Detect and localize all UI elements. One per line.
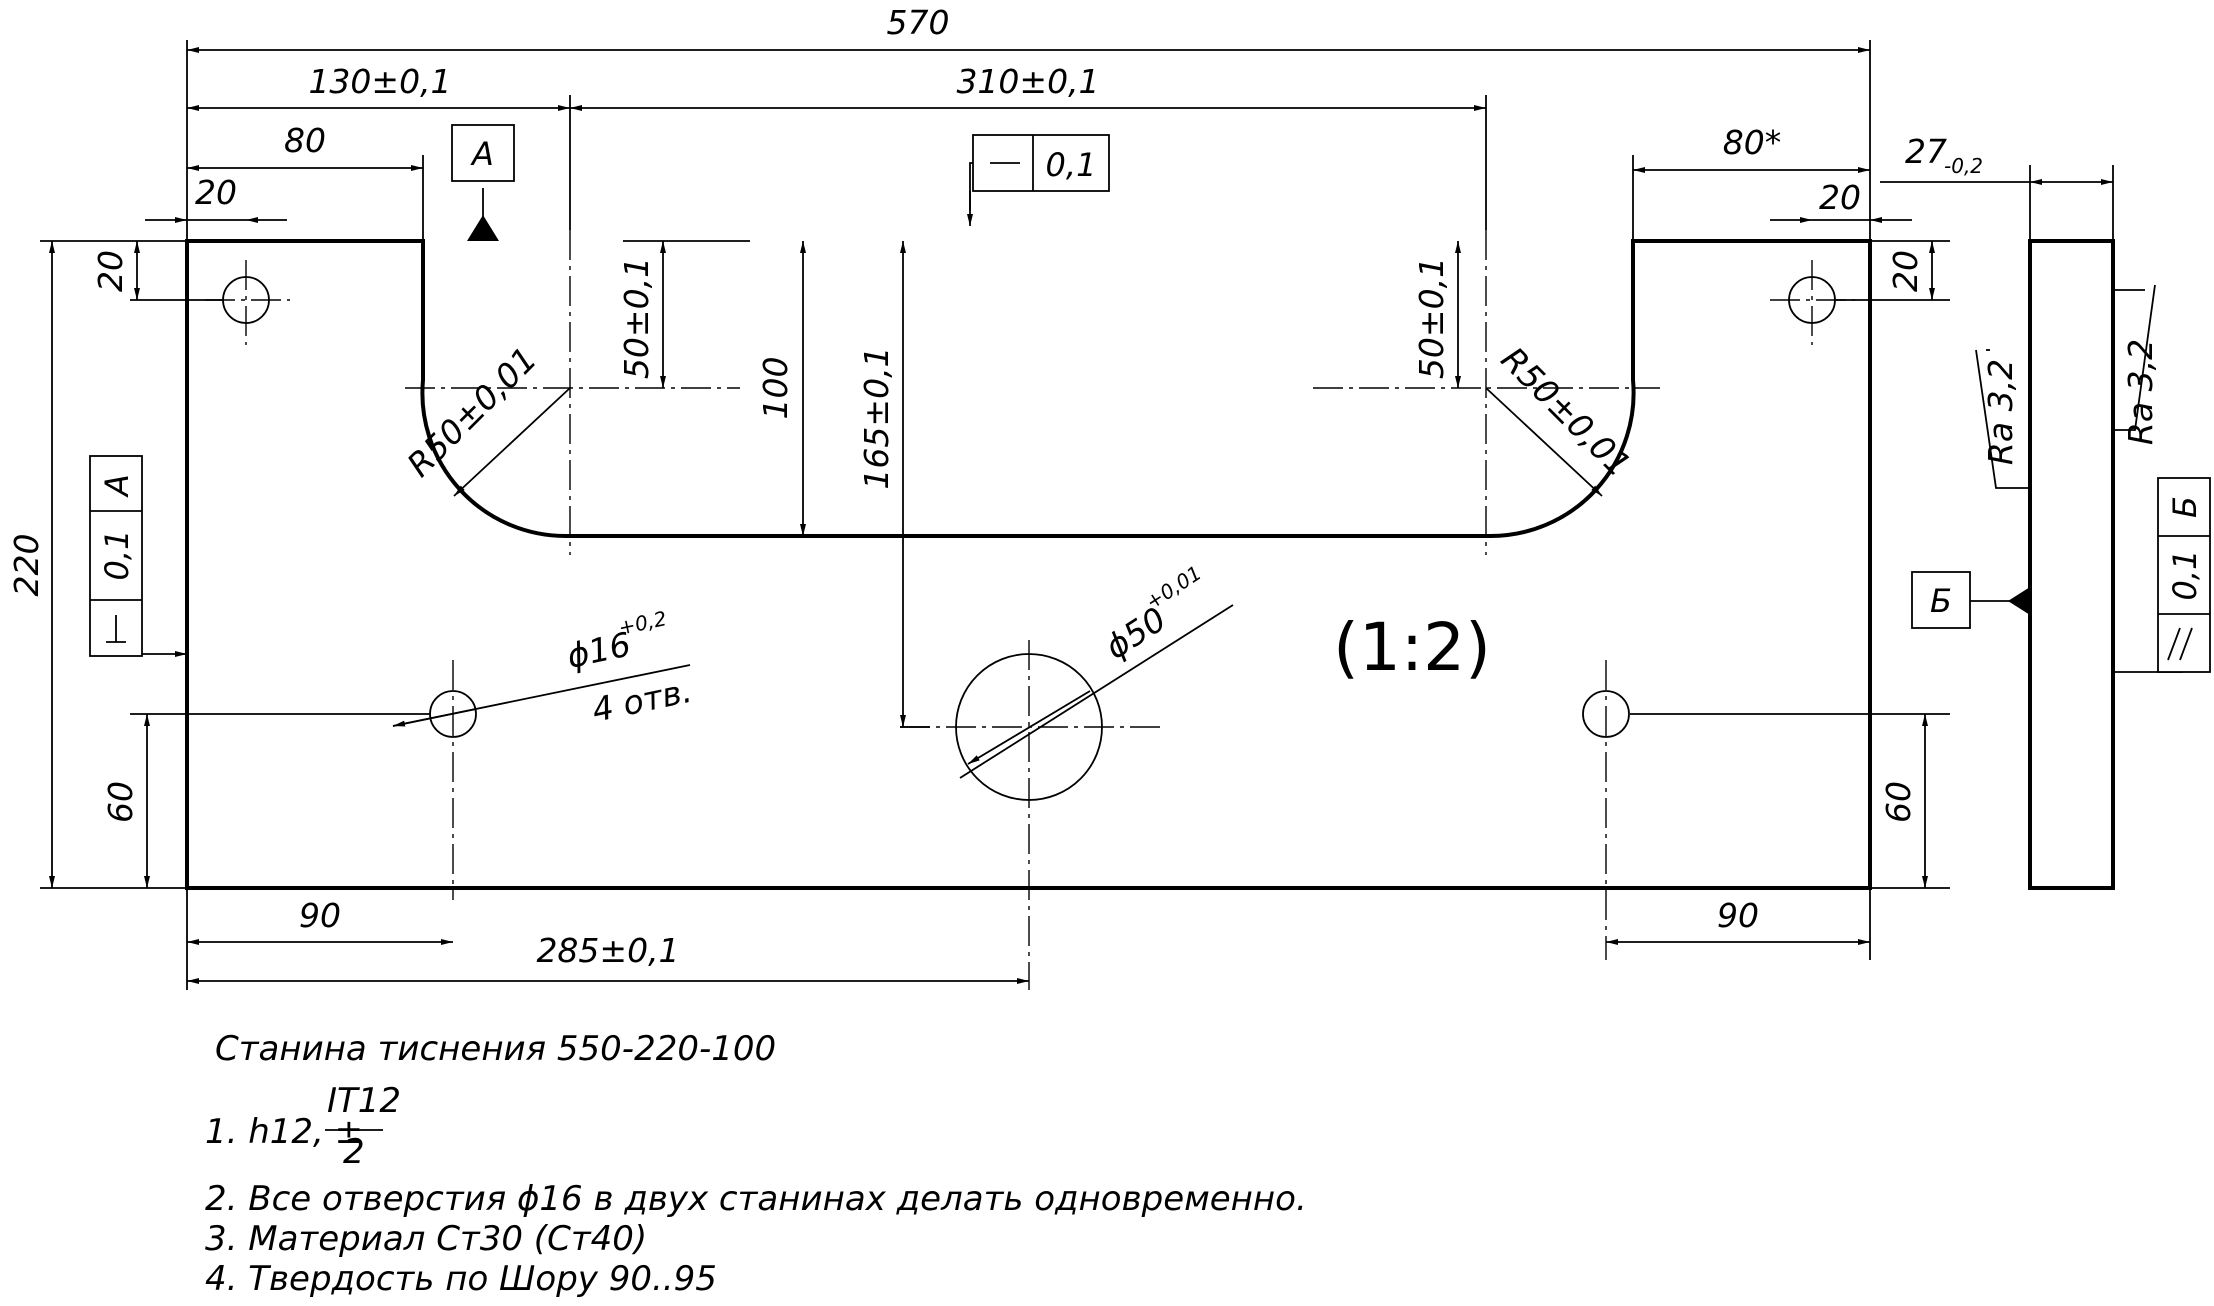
dim-165: 165±0,1 [857,346,896,489]
dim-hole-small: ϕ16 +0,2 [564,606,669,676]
dim-570: 570 [887,3,950,42]
note-4: 4. Твердость по Шору 90..95 [205,1259,717,1299]
dim-50-right: 50±0,1 [1412,257,1451,379]
center-lines [205,230,1855,990]
hole-small-tol: +0,2 [616,606,669,640]
note-1: 1. h12, ± IT12 2 [205,1081,401,1172]
note-3: 3. Материал Ст30 (Ст40) [205,1219,647,1259]
roughness-right: Ra 3,2 [2121,339,2160,445]
drawing-title: Станина тиснения 550-220-100 [215,1029,776,1069]
note-1-numerator: IT12 [327,1081,401,1121]
parallel-datum: Б [2166,496,2204,518]
datum-b-triangle [2008,587,2030,615]
flatness-value: 0,1 [1046,146,1097,184]
perp-datum: A [98,474,136,498]
datum-a-box [451,124,515,182]
dim-60-right: 60 [1879,781,1918,823]
datum-a-triangle [467,215,499,241]
roughness-left: Ra 3,2 [1981,359,2020,465]
dim-310: 310±0,1 [956,62,1099,101]
note-1-prefix: 1. h12, ± [205,1112,363,1152]
dim-130: 130±0,1 [308,62,451,101]
hole-bottom-right [1582,690,1630,738]
dim-90-left: 90 [299,896,341,935]
dim-20-left: 20 [195,173,237,212]
dimension-lines [49,47,2113,984]
perp-value: 0,1 [98,530,136,581]
dim-20-right: 20 [1819,178,1861,217]
flatness-frame: 0,1 [967,134,1110,226]
dim-hole-big: ϕ50 +0,01 [1098,561,1206,667]
parallelism-frame: Б 0,1 [2157,477,2211,673]
hole-big-tol: +0,01 [1141,561,1205,615]
dim-80-right: 80* [1723,123,1782,162]
dim-90-right: 90 [1717,896,1759,935]
dim-80-left: 80 [284,121,326,160]
roughness-right-symbol [2113,284,2156,431]
datum-b-label: Б [1930,582,1952,620]
scale-label: (1:2) [1333,609,1491,686]
note-1-denominator: 2 [343,1132,365,1172]
note-2: 2. Все отверстия ϕ16 в двух станинах дел… [205,1179,1307,1219]
dim-27: 27 -0,2 [1905,132,1983,178]
part-outline [185,239,1872,890]
dim-50-left: 50±0,1 [617,257,656,379]
dim-20-vert-right: 20 [1886,250,1925,292]
side-view-outline [2028,239,2115,890]
dim-60-left: 60 [101,781,140,823]
dim-holes-count: 4 отв. [589,671,696,730]
dim-27-value: 27 [1905,132,1947,171]
dim-27-tol: -0,2 [1944,154,1983,178]
roughness-left-symbol [1975,349,2030,489]
dim-220: 220 [7,534,46,597]
dim-285: 285±0,1 [536,931,679,970]
perpendicularity-frame: A 0,1 [89,455,187,657]
datum-a-label: A [470,135,494,173]
dim-20-vert-left: 20 [91,250,130,292]
parallel-value: 0,1 [2166,550,2204,601]
datum-b-box [1911,571,1971,629]
dim-100: 100 [756,357,795,420]
